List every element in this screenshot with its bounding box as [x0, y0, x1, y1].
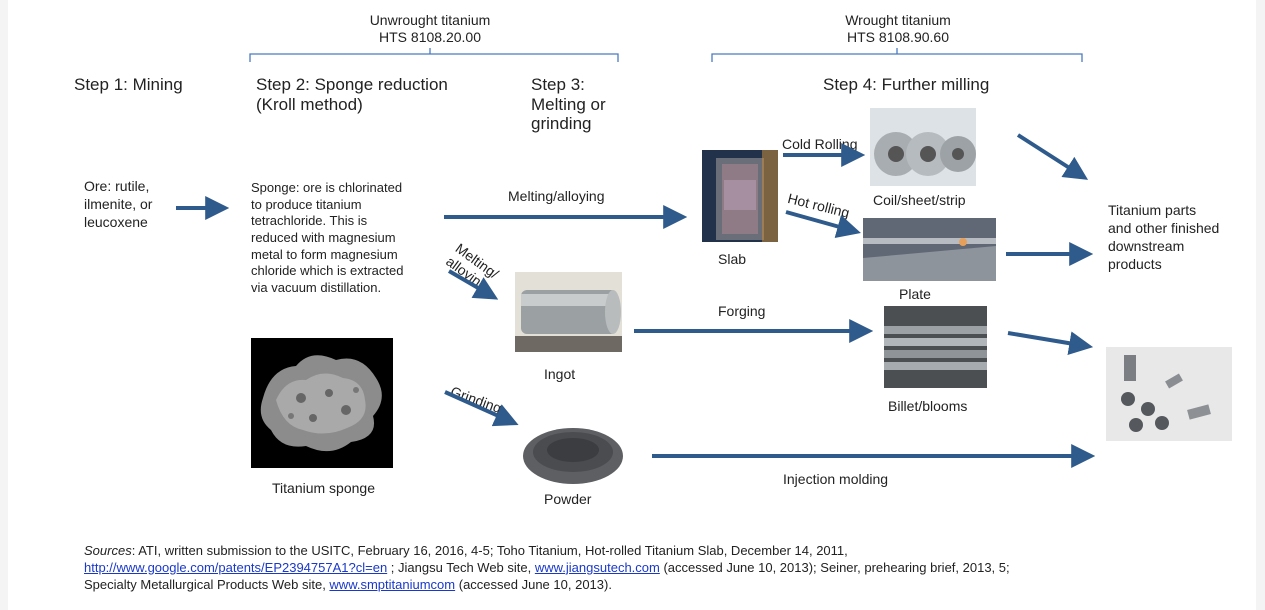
final-products-line: products [1108, 255, 1162, 272]
step-3-line-3: grinding [531, 114, 592, 134]
step-1-label: Step 1: Mining [74, 75, 183, 94]
sources-line-3: Specialty Metallurgical Products Web sit… [84, 577, 1010, 594]
sponge-desc-line: chloride which is extracted [251, 263, 404, 279]
sponge-desc-line: Sponge: ore is chlorinated [251, 180, 403, 195]
step-4-label: Step 4: Further milling [823, 75, 990, 94]
final-products-line: downstream [1108, 237, 1185, 254]
billet-label: Billet/blooms [888, 398, 968, 414]
sources-label: Sources [84, 543, 132, 558]
final-products-text: Titanium parts and other finished downst… [1108, 202, 1219, 274]
ore-text: Ore: rutile, ilmenite, or leucoxene [84, 178, 152, 232]
step-3-line-1: Step 3: [531, 75, 585, 94]
slab-label: Slab [718, 251, 747, 267]
google-patent-link[interactable]: http://www.google.com/patents/EP2394757A… [84, 559, 388, 575]
final-products-line: and other finished [1108, 219, 1220, 236]
wrought-title: Wrought titanium [845, 12, 951, 28]
sponge-desc-line: reduced with magnesium [251, 229, 396, 245]
ingot-image [515, 272, 622, 352]
unwrought-heading: Unwrought titanium HTS 8108.20.00 [330, 12, 530, 46]
step-3-label: Step 3: Melting or grinding [531, 75, 606, 134]
coil-image [870, 108, 976, 186]
sources-line-2: http://www.google.com/patents/EP2394757A… [84, 560, 1010, 577]
sources-text-4: Specialty Metallurgical Products Web sit… [84, 576, 330, 592]
ingot-label: Ingot [544, 366, 576, 382]
jiangsutech-link[interactable]: www.jiangsutech.com [534, 559, 660, 575]
cold-rolling-label: Cold Rolling [782, 136, 858, 152]
powder-label: Powder [544, 491, 592, 507]
melting-alloying-label: Melting/alloying [508, 188, 605, 204]
step-2-line-1: Step 2: Sponge reduction [256, 75, 448, 94]
coil-label: Coil/sheet/strip [873, 192, 966, 208]
forging-label: Forging [718, 303, 766, 319]
plate-image [863, 218, 996, 281]
diagram-page [8, 0, 1256, 610]
powder-image [519, 416, 627, 488]
sponge-desc-line: via vacuum distillation. [251, 279, 382, 295]
smptitanium-link[interactable]: www.smptitaniumcom [329, 576, 456, 592]
step-3-line-2: Melting or [531, 94, 606, 114]
sources-text-3: (accessed June 10, 2013); Seiner, prehea… [659, 559, 1010, 575]
step-2-line-2: (Kroll method) [256, 94, 363, 114]
sponge-description: Sponge: ore is chlorinated to produce ti… [251, 180, 403, 296]
sources-note: Sources: ATI, written submission to the … [84, 543, 1010, 594]
sponge-desc-line: to produce titanium [251, 196, 362, 212]
wrought-code: HTS 8108.90.60 [847, 28, 949, 45]
sources-line-1: Sources: ATI, written submission to the … [84, 543, 1010, 560]
ore-line: Ore: rutile, [84, 178, 150, 194]
unwrought-code: HTS 8108.20.00 [379, 28, 481, 45]
sources-text-2: ; Jiangsu Tech Web site, [387, 559, 535, 575]
step-2-label: Step 2: Sponge reduction (Kroll method) [256, 75, 448, 114]
ore-line: ilmenite, or [84, 195, 153, 212]
titanium-sponge-image [251, 338, 393, 468]
sources-text-1: : ATI, written submission to the USITC, … [131, 543, 848, 558]
ore-line: leucoxene [84, 213, 148, 230]
sources-text-5: (accessed June 10, 2013). [455, 576, 612, 592]
final-products-line: Titanium parts [1108, 202, 1197, 218]
wrought-heading: Wrought titanium HTS 8108.90.60 [798, 12, 998, 46]
titanium-sponge-label: Titanium sponge [272, 480, 375, 496]
sponge-desc-line: metal to form magnesium [251, 246, 398, 262]
sponge-desc-line: tetrachloride. This is [251, 213, 368, 229]
injection-molding-label: Injection molding [783, 471, 889, 487]
unwrought-title: Unwrought titanium [369, 12, 491, 28]
billet-image [884, 306, 987, 388]
finished-parts-image [1106, 347, 1232, 441]
plate-label: Plate [899, 286, 931, 302]
slab-image [702, 150, 778, 242]
